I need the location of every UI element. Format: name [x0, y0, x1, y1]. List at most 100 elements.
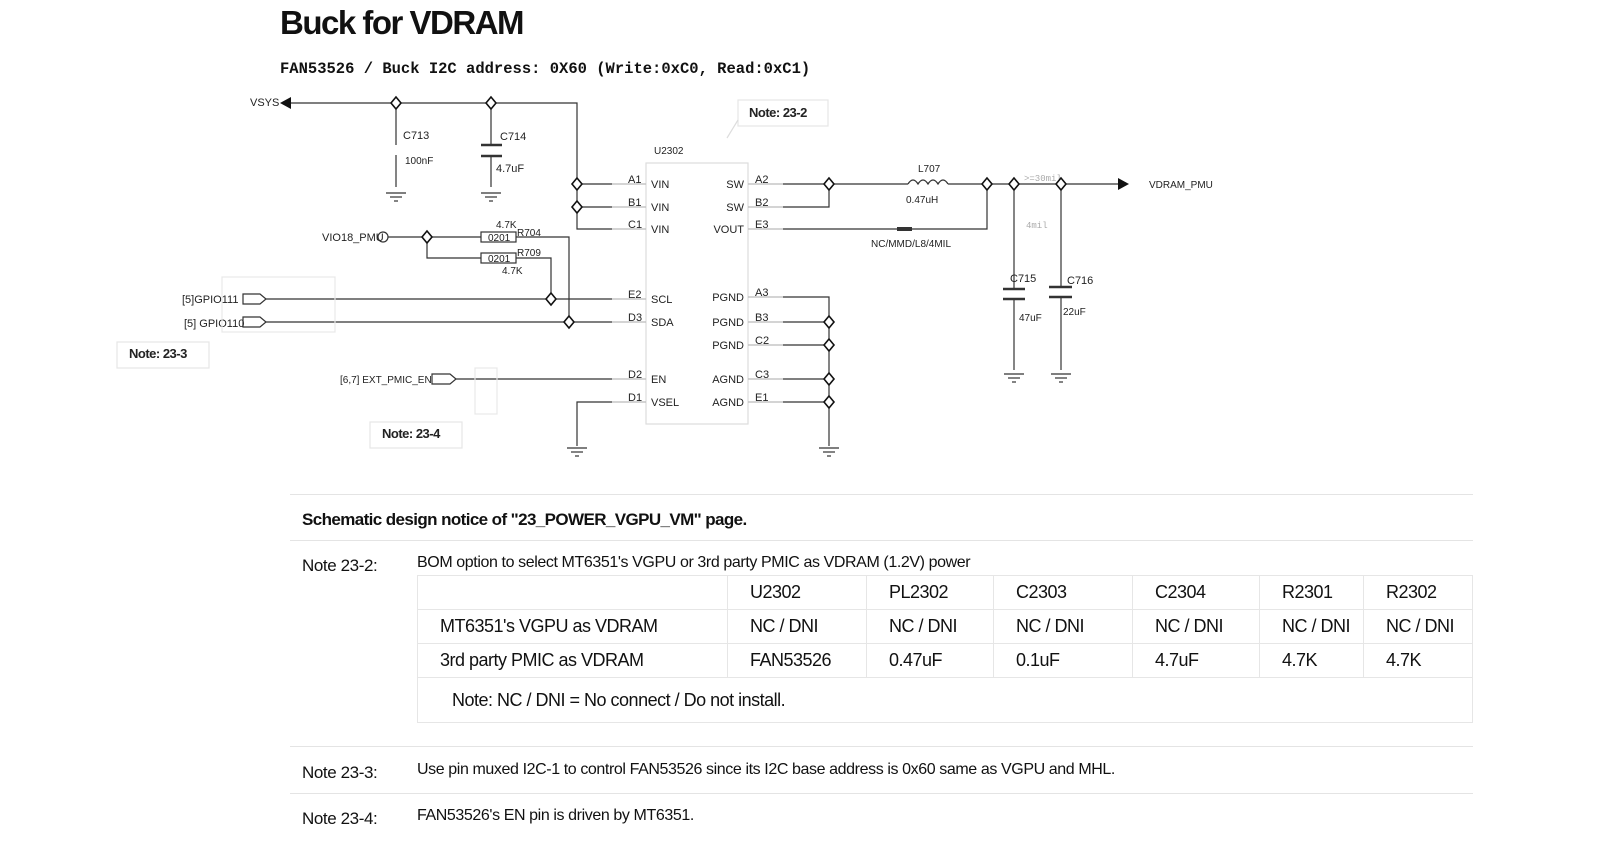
capacitor-c714: C714 4.7uF	[481, 103, 526, 202]
pin-number: C1	[628, 219, 642, 231]
pin-name: EN	[651, 374, 666, 386]
pin-number: B2	[755, 197, 768, 209]
gpio110-label: [5] GPIO110	[184, 318, 244, 330]
pin-number: E2	[628, 289, 641, 301]
junction-dot	[1054, 176, 1068, 192]
c714-value: 4.7uF	[496, 163, 524, 175]
column-header: U2302	[727, 575, 867, 610]
c715-ref: C715	[1010, 273, 1036, 285]
pin-name: SCL	[651, 294, 672, 306]
pin-name: SW	[726, 202, 744, 214]
c714-ref: C714	[500, 131, 526, 143]
junction-dot	[822, 337, 836, 353]
c715-value: 47uF	[1019, 313, 1042, 324]
pin-name: AGND	[712, 397, 744, 409]
r704-value: 4.7K	[496, 220, 517, 231]
schematic: VSYS C713 100nF C714 4.7uF VIO18_PMU 020…	[116, 95, 1213, 457]
column-header: PL2302	[866, 575, 994, 610]
en-net: [6,7] EXT_PMIC_EN	[340, 367, 612, 457]
vsys-arrow-icon	[280, 97, 291, 109]
junction-dot	[1007, 176, 1021, 192]
pin-name: SDA	[651, 317, 674, 329]
pin-number: A3	[755, 287, 768, 299]
bom-option-table: U2302 PL2302 C2303 C2304 R2301 R2302 MT6…	[417, 575, 1473, 723]
divider	[290, 793, 1473, 794]
table-cell: 0.47uF	[866, 643, 994, 678]
corner-cell	[417, 575, 728, 610]
junction-dot	[822, 176, 836, 192]
pin-name: VIN	[651, 179, 669, 191]
pin-number: E3	[755, 219, 768, 231]
junction-dot	[822, 314, 836, 330]
note-23-3-text: Use pin muxed I2C-1 to control FAN53526 …	[417, 761, 1115, 778]
table-cell: 4.7uF	[1132, 643, 1260, 678]
note-23-2-text: BOM option to select MT6351's VGPU or 3r…	[417, 554, 971, 571]
junction-dot	[822, 394, 836, 410]
page-title: Buck for VDRAM	[280, 4, 525, 41]
table-cell: NC / DNI	[727, 609, 867, 644]
gpio111-label: [5]GPIO111	[182, 294, 238, 306]
divider	[290, 494, 1473, 495]
pin-number: D3	[628, 312, 642, 324]
r709-ref: R709	[517, 248, 541, 259]
vsys-label: VSYS	[250, 97, 279, 109]
junction-dot	[420, 229, 434, 245]
c713-value: 100nF	[405, 156, 433, 167]
column-header: C2303	[993, 575, 1133, 610]
junction-dot	[389, 95, 403, 111]
r709-value: 4.7K	[502, 266, 523, 277]
vsys-net: VSYS	[250, 97, 612, 230]
ext-pmic-en-label: [6,7] EXT_PMIC_EN	[340, 375, 432, 386]
junction-dot	[484, 95, 498, 111]
vio18-label: VIO18_PMU	[322, 232, 384, 244]
divider	[290, 746, 1473, 747]
junction-dot	[980, 176, 994, 192]
table-cell: FAN53526	[727, 643, 867, 678]
column-header: C2304	[1132, 575, 1260, 610]
pin-number: D2	[628, 369, 642, 381]
table-footnote-row: Note: NC / DNI = No connect / Do not ins…	[417, 677, 1473, 723]
junction-dot	[544, 291, 558, 307]
r704-ref: R704	[517, 228, 541, 239]
capacitor-c713: C713 100nF	[386, 103, 433, 202]
junction-dot	[570, 176, 584, 192]
table-footnote: Note: NC / DNI = No connect / Do not ins…	[417, 677, 1473, 723]
vdram-label: VDRAM_PMU	[1149, 180, 1213, 191]
vio18-pullups: VIO18_PMU 0201 0201 4.7K R704 R709 4.7K	[322, 220, 570, 322]
pin-name: AGND	[712, 374, 744, 386]
note-23-3-label: Note 23-3:	[302, 763, 378, 782]
r709-pkg: 0201	[488, 254, 511, 265]
pin-name: VIN	[651, 202, 669, 214]
table-cell: 4.7K	[1363, 643, 1473, 678]
note-23-3-tag: Note: 23-3	[129, 346, 187, 361]
pin-number: B3	[755, 312, 768, 324]
vdram-arrow-icon	[1118, 178, 1129, 190]
i2c-address-subtitle: FAN53526 / Buck I2C address: 0X60 (Write…	[280, 60, 811, 78]
note-23-2-label: Note 23-2:	[302, 556, 378, 575]
output-net: VDRAM_PMU L707 0.47uH NC/MMD/L8/4MIL >=3…	[783, 164, 1213, 457]
table-cell: NC / DNI	[866, 609, 994, 644]
note-tags: Note: 23-2 Note: 23-3 Note: 23-4	[116, 99, 829, 449]
divider	[290, 540, 1473, 541]
column-header: R2302	[1363, 575, 1473, 610]
pin-number: C2	[755, 335, 769, 347]
note-23-4-tag: Note: 23-4	[382, 426, 441, 441]
pin-name: SW	[726, 179, 744, 191]
pin-number: D1	[628, 392, 642, 404]
table-cell: 4.7K	[1259, 643, 1364, 678]
table-row: 3rd party PMIC as VDRAM FAN53526 0.47uF …	[417, 643, 1473, 678]
junction-dot	[562, 314, 576, 330]
note-23-4-label: Note 23-4:	[302, 809, 378, 828]
table-cell: NC / DNI	[1259, 609, 1364, 644]
pin-name: VIN	[651, 224, 669, 236]
table-header-row: U2302 PL2302 C2303 C2304 R2301 R2302	[417, 575, 1473, 610]
note-23-2-tag: Note: 23-2	[749, 105, 807, 120]
pin-number: C3	[755, 369, 769, 381]
c716-ref: C716	[1067, 275, 1093, 287]
table-row: MT6351's VGPU as VDRAM NC / DNI NC / DNI…	[417, 609, 1473, 644]
row-label: MT6351's VGPU as VDRAM	[417, 609, 728, 644]
table-cell: NC / DNI	[1132, 609, 1260, 644]
pin-number: A1	[628, 174, 641, 186]
row-label: 3rd party PMIC as VDRAM	[417, 643, 728, 678]
trace-4mil-label: 4mil	[1026, 221, 1048, 231]
